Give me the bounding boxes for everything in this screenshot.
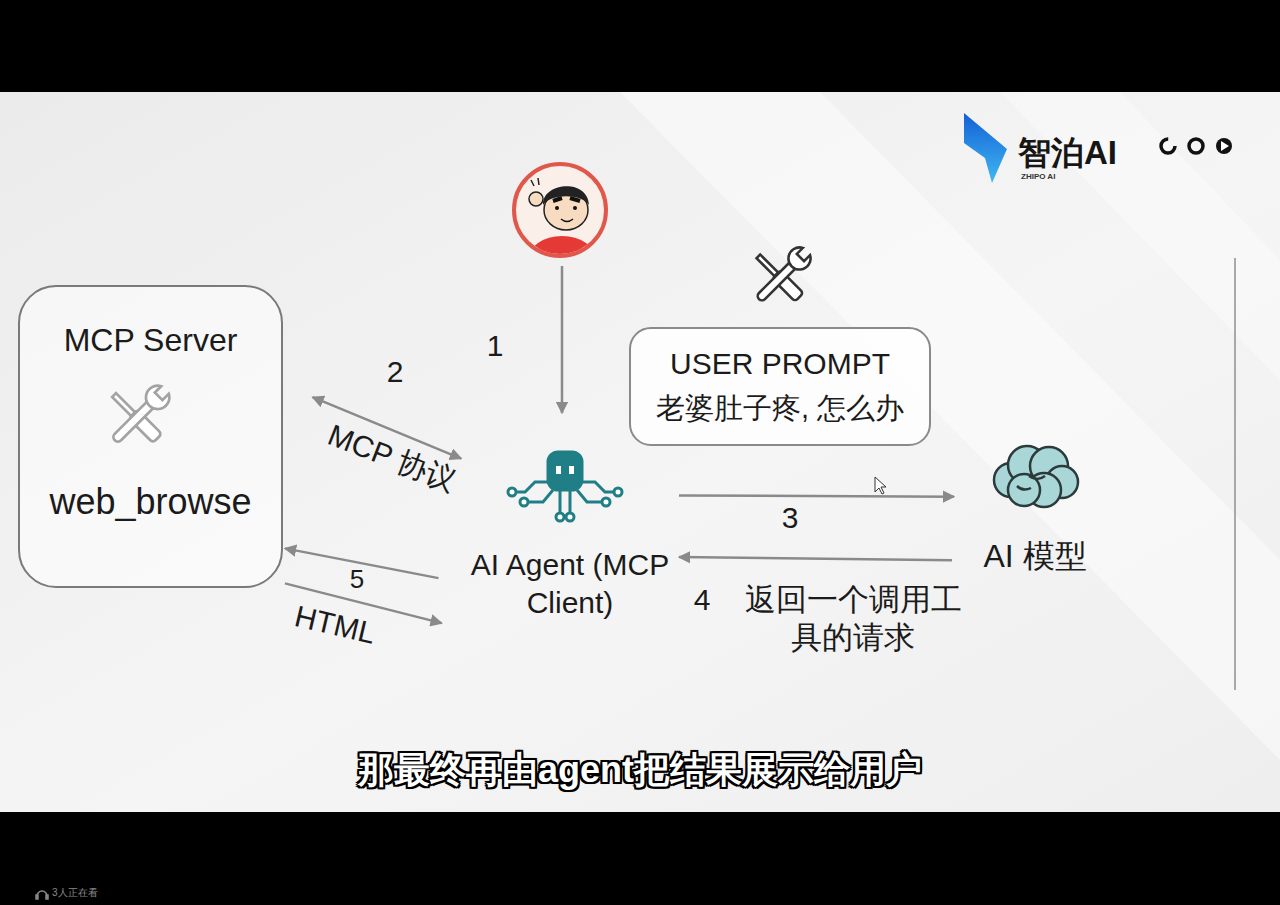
edge-label-anchor: 返回一个调用工 具的请求 <box>733 581 973 657</box>
octopus-node <box>602 498 610 506</box>
avatar-brows <box>553 198 580 201</box>
edge-label: HTML <box>291 598 379 652</box>
arrow-connector <box>679 496 954 497</box>
divider-line <box>1234 258 1236 690</box>
callout-number: 2 <box>387 354 404 390</box>
logo-icon <box>1161 139 1175 153</box>
user-arrow <box>561 266 564 413</box>
avatar-mouth <box>561 219 573 222</box>
label-anchor: 智泊AI <box>1018 133 1117 173</box>
octopus-arm <box>559 490 562 513</box>
octopus-eye <box>556 466 561 474</box>
prompt-box: USER PROMPT 老婆肚子疼, 怎么办 <box>629 327 931 446</box>
octopus-node <box>566 513 574 521</box>
logo-icon <box>1189 139 1203 153</box>
slide-ground <box>0 92 1280 812</box>
octopus-node <box>520 498 528 506</box>
edge-label-anchor: HTML <box>291 598 379 652</box>
octopus-arm <box>577 490 602 502</box>
label-anchor: 5 <box>350 564 364 595</box>
mouse-cursor <box>875 477 886 494</box>
node-body: 老婆肚子疼, 怎么办 <box>656 389 904 427</box>
octopus-node <box>508 488 516 496</box>
headphones-cup <box>46 895 48 899</box>
edge-label-anchor: MCP 协议 <box>323 417 461 499</box>
headphones-cup <box>36 895 38 899</box>
octopus-arm <box>569 490 572 513</box>
label-anchor: 3 <box>782 500 799 536</box>
avatar-hair <box>543 186 589 205</box>
edge-label: MCP 协议 <box>323 417 461 499</box>
label-anchor: 3人正在看 <box>52 887 98 899</box>
logo-mark <box>964 113 1232 183</box>
viewer-count: 3人正在看 <box>52 887 98 899</box>
headphones-icon <box>36 891 48 899</box>
node-title: USER PROMPT <box>670 345 890 383</box>
callout-number: 5 <box>350 564 364 595</box>
light-stripe <box>620 92 1280 760</box>
octopus-node <box>614 488 622 496</box>
callout-number: 3 <box>782 500 799 536</box>
model-node: AI 模型 <box>960 430 1110 584</box>
label-anchor: 4 <box>694 582 711 618</box>
octopus-arm <box>582 482 614 492</box>
logo-icon <box>1221 141 1229 151</box>
callout-number: 4 <box>694 582 711 618</box>
avatar-eye <box>573 206 577 210</box>
video-subtitle: 那最终再由agent把结果展示给用户 <box>358 748 922 791</box>
avatar-hand <box>529 192 543 206</box>
callout-number: 1 <box>487 328 504 364</box>
edge-label: 返回一个调用工 具的请求 <box>733 581 973 657</box>
brain-icon <box>994 446 1078 507</box>
label-anchor: 2 <box>387 354 404 390</box>
tools-icon <box>751 244 814 307</box>
octopus-arm <box>528 490 553 502</box>
brain-fold <box>1017 476 1045 490</box>
node-title: AI 模型 <box>983 536 1086 576</box>
node-title: MCP Server <box>64 320 238 360</box>
caption-anchor: 那最终再由agent把结果展示给用户 <box>358 748 922 791</box>
user-avatar <box>514 164 606 284</box>
light-stripe <box>1000 92 1280 380</box>
agent-node: AI Agent (MCP Client) <box>463 448 677 638</box>
avatar-marks <box>531 178 539 186</box>
label-anchor: ZHIPO AI <box>1021 172 1055 182</box>
server-box: MCP Server web_browse <box>18 285 283 588</box>
agent-octopus-icon <box>508 452 622 521</box>
label-anchor: 1 <box>487 328 504 364</box>
logo-text: 智泊AI <box>1018 133 1117 173</box>
avatar-eye <box>555 206 559 210</box>
octopus-arm <box>516 482 548 492</box>
octopus-head <box>548 452 582 490</box>
octopus-eye <box>569 466 574 474</box>
logo-icon <box>1216 138 1232 154</box>
arrow-connector <box>679 557 952 560</box>
octopus-node <box>556 513 564 521</box>
logo-shape <box>964 113 1007 183</box>
node-title: AI Agent (MCP Client) <box>463 546 677 622</box>
node-body: web_browse <box>49 480 251 524</box>
logo-subtext: ZHIPO AI <box>1021 172 1055 182</box>
